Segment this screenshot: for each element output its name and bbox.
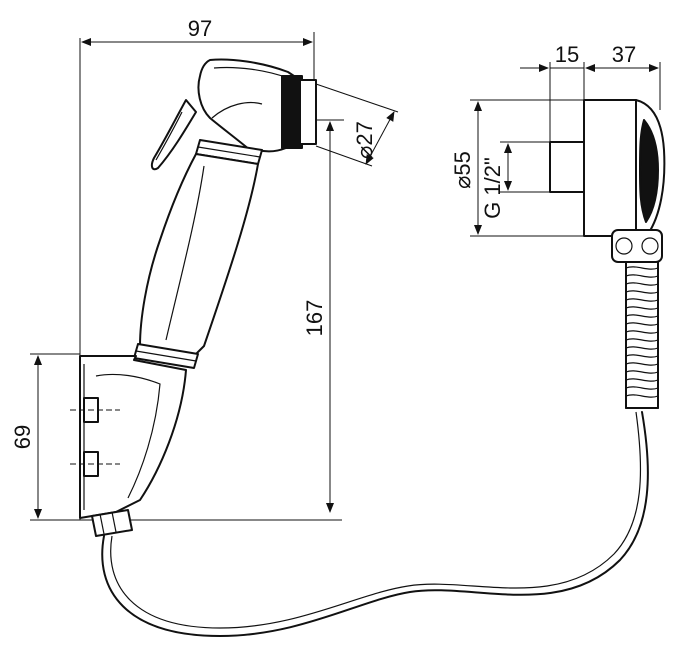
dimension-nozzle: ⌀27 <box>315 83 399 167</box>
nozzle-tip <box>299 79 317 145</box>
spiral-hose-walls <box>625 261 659 409</box>
handle-highlight <box>165 165 205 341</box>
spiral-hose-coils <box>625 266 659 398</box>
label-15: 15 <box>555 42 579 67</box>
nut-line-1 <box>99 513 105 535</box>
dimension-bracket: 69 <box>10 353 80 521</box>
hose-nut <box>91 509 133 537</box>
wall-bracket <box>70 355 187 537</box>
valve-body <box>583 99 637 237</box>
screw-lower <box>70 451 120 477</box>
hand-shower <box>133 58 317 369</box>
trigger-lever <box>150 99 197 171</box>
trigger-lever-edge <box>155 111 183 161</box>
hose-outer <box>101 411 649 637</box>
union-hole-right <box>641 237 659 255</box>
dimension-height: 167 <box>80 119 344 521</box>
union-hole-left <box>615 237 633 255</box>
label-167: 167 <box>302 300 327 337</box>
dimension-line-27 <box>365 111 395 165</box>
label-27: ⌀27 <box>352 121 377 159</box>
head-curve <box>211 101 263 119</box>
hose-inner <box>110 411 642 629</box>
valve-handle <box>639 119 659 223</box>
bracket-body <box>79 355 187 519</box>
collar-line <box>197 146 261 158</box>
hose-union <box>611 229 663 263</box>
spray-head <box>197 58 301 153</box>
label-thread: G 1/2" <box>480 157 505 219</box>
label-69: 69 <box>10 425 35 449</box>
lower-collar-line <box>135 350 197 362</box>
valve-thread-stub <box>549 141 585 193</box>
extension-line-nozzle-top <box>315 83 399 113</box>
screw-upper <box>70 397 120 423</box>
nut-line-2 <box>111 511 117 533</box>
extension-line-nozzle-bottom <box>315 145 373 167</box>
label-97: 97 <box>188 16 212 41</box>
label-55: ⌀55 <box>450 151 475 189</box>
wall-valve: 15 37 ⌀55 G 1/2" <box>450 42 666 409</box>
handle <box>139 153 259 355</box>
label-37: 37 <box>612 42 636 67</box>
bracket-cradle <box>95 373 161 499</box>
